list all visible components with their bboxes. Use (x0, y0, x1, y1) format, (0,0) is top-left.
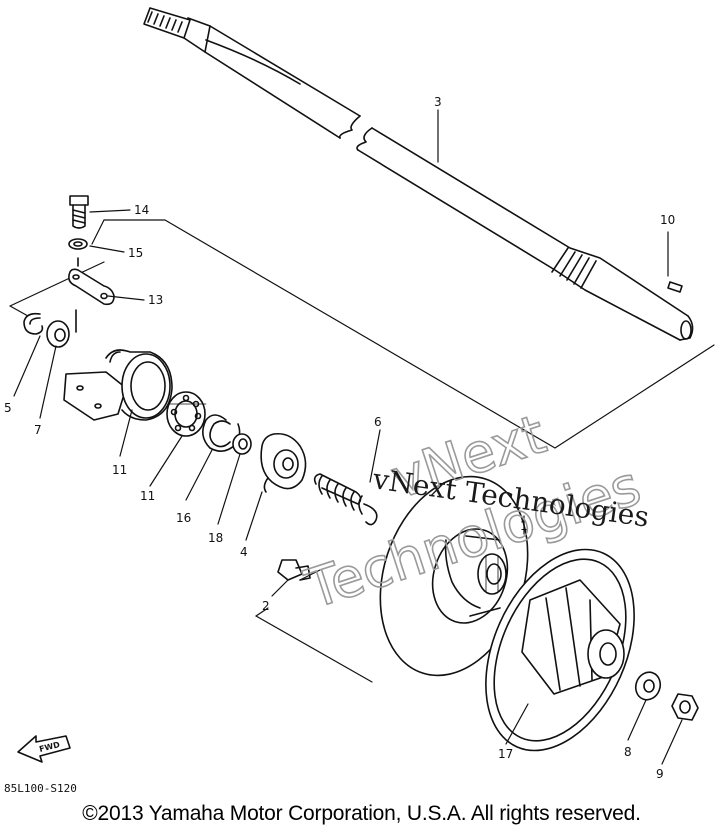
callout-11-visible: 11 (140, 489, 155, 503)
callout-5: 5 (4, 401, 12, 415)
collar (232, 433, 252, 455)
key (667, 281, 683, 293)
callout-14: 14 (134, 203, 149, 217)
washer (46, 320, 70, 348)
spring-washer (68, 238, 88, 250)
callout-17: 17 (498, 747, 513, 761)
callout-18: 18 (208, 531, 223, 545)
callout-16: 16 (176, 511, 191, 525)
callout-9: 9 (656, 767, 664, 781)
callout-12: 11 (112, 463, 127, 477)
fwd-arrow-icon (17, 735, 71, 763)
parts-diagram: 3 10 14 15 13 5 7 11 10 11 11 16 18 4 6 … (4, 7, 715, 795)
sheave (379, 475, 529, 677)
secondary-shaft (143, 7, 694, 341)
callout-1: 1 (520, 519, 528, 533)
callout-7: 7 (34, 423, 42, 437)
fixed-sheave (485, 548, 635, 752)
callout-2: 2 (262, 599, 270, 613)
callout-15: 15 (128, 246, 143, 260)
callout-labels: 3 10 14 15 13 5 7 11 10 11 11 16 18 4 6 … (4, 95, 675, 781)
callout-4: 4 (240, 545, 248, 559)
bolt (69, 195, 89, 229)
callout-13: 13 (148, 293, 163, 307)
spring-seat (260, 432, 307, 493)
leader-lines (13, 109, 683, 765)
bracket (63, 349, 173, 421)
bearing (166, 391, 207, 437)
copyright-notice: ©2013 Yamaha Motor Corporation, U.S.A. A… (82, 802, 641, 825)
circlip (23, 312, 44, 335)
nut (671, 693, 699, 721)
slider (277, 559, 311, 581)
callout-10: 10 (660, 213, 675, 227)
callout-3: 3 (434, 95, 442, 109)
diagram-code: 85L100-S120 (4, 782, 77, 795)
callout-6: 6 (374, 415, 382, 429)
spring (313, 473, 378, 526)
stopper (68, 257, 115, 333)
assembly-lines (9, 219, 715, 683)
callout-8: 8 (624, 745, 632, 759)
plate-washer (634, 671, 662, 701)
